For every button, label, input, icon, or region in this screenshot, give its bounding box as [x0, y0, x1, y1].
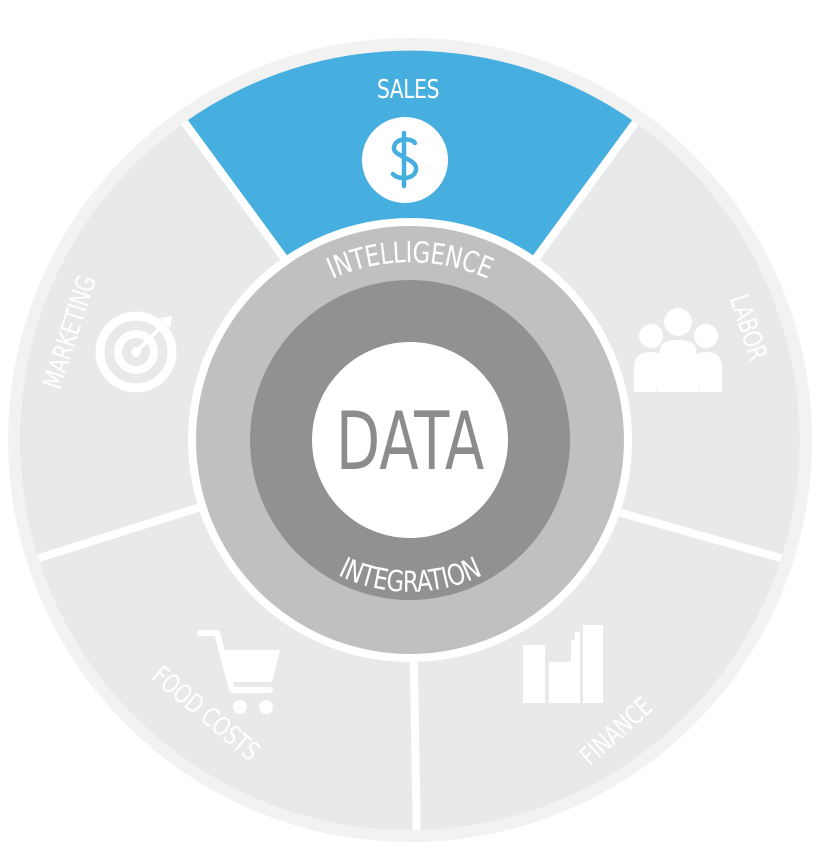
bar-chart-bar: [571, 640, 575, 703]
separator-line: [181, 120, 288, 262]
bar-chart-bar: [575, 632, 580, 703]
people-icon: [634, 308, 722, 392]
separator-line: [532, 120, 639, 262]
separator-line: [35, 503, 201, 563]
center-label: DATA: [336, 396, 485, 489]
shopping-cart-icon: [197, 630, 280, 714]
segment-separators: [35, 120, 783, 831]
segment-group: [18, 50, 800, 831]
segment-labor[interactable]: [535, 122, 800, 559]
bar-chart-bar: [523, 645, 545, 703]
outer-border: [12, 42, 808, 838]
bar-chart-bar: [549, 662, 571, 703]
data-core: [312, 342, 508, 538]
bar-chart-icon: [523, 625, 603, 703]
separator-line: [619, 508, 783, 563]
dollar-icon: [362, 117, 448, 203]
separator-line: [409, 661, 421, 831]
segment-label-sales: SALES: [377, 75, 439, 105]
target-icon: [95, 311, 177, 393]
bar-chart-bar: [583, 625, 603, 703]
